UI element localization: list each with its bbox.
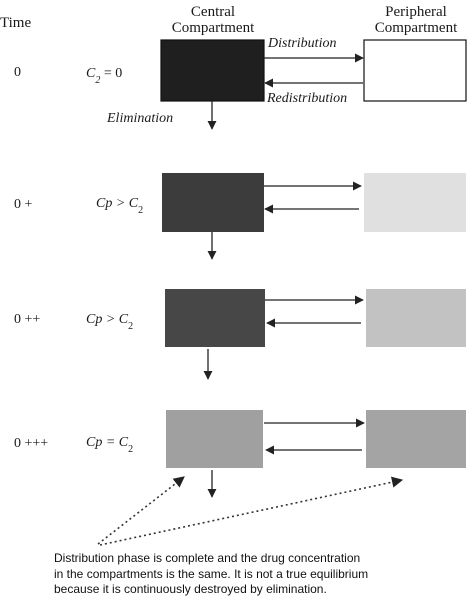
row-time-0: 0 (14, 65, 21, 80)
note-line-3: because it is continuously destroyed by … (54, 582, 327, 596)
time-header: Time (0, 15, 31, 31)
peripheral-header-line1: Peripheral (385, 4, 447, 20)
note-line-2: in the compartments is the same. It is n… (54, 566, 369, 581)
central-header-line2: Compartment (172, 20, 255, 36)
row-time-1: 0 + (14, 197, 33, 212)
row-equation-0: C2 = 0 (86, 66, 122, 86)
peripheral-compartment-box-3 (366, 410, 466, 468)
redistribution-label: Redistribution (266, 91, 347, 106)
central-compartment-box-0 (160, 39, 265, 102)
row-time-2: 0 ++ (14, 312, 40, 327)
central-compartment-box-3 (166, 410, 263, 468)
note-pointer-peripheral (99, 476, 404, 546)
peripheral-compartment-box-0 (363, 39, 467, 102)
central-compartment-box-2 (165, 289, 265, 347)
central-compartment-box-1 (162, 173, 264, 232)
row-equation-2: Cp > C2 (86, 312, 133, 332)
row-time-3: 0 +++ (14, 436, 48, 451)
elimination-label: Elimination (106, 111, 173, 126)
peripheral-compartment-box-1 (364, 173, 466, 232)
note-line-1: Distribution phase is complete and the d… (54, 551, 361, 565)
distribution-label: Distribution (267, 36, 336, 51)
note-text: Distribution phase is complete and the d… (54, 551, 469, 598)
row-equation-3: Cp = C2 (86, 435, 133, 455)
row-equation-1: Cp > C2 (96, 196, 143, 216)
note-pointer-central (97, 476, 185, 545)
peripheral-header-line2: Compartment (375, 20, 458, 36)
central-header-line1: Central (191, 4, 235, 20)
peripheral-compartment-box-2 (366, 289, 466, 347)
